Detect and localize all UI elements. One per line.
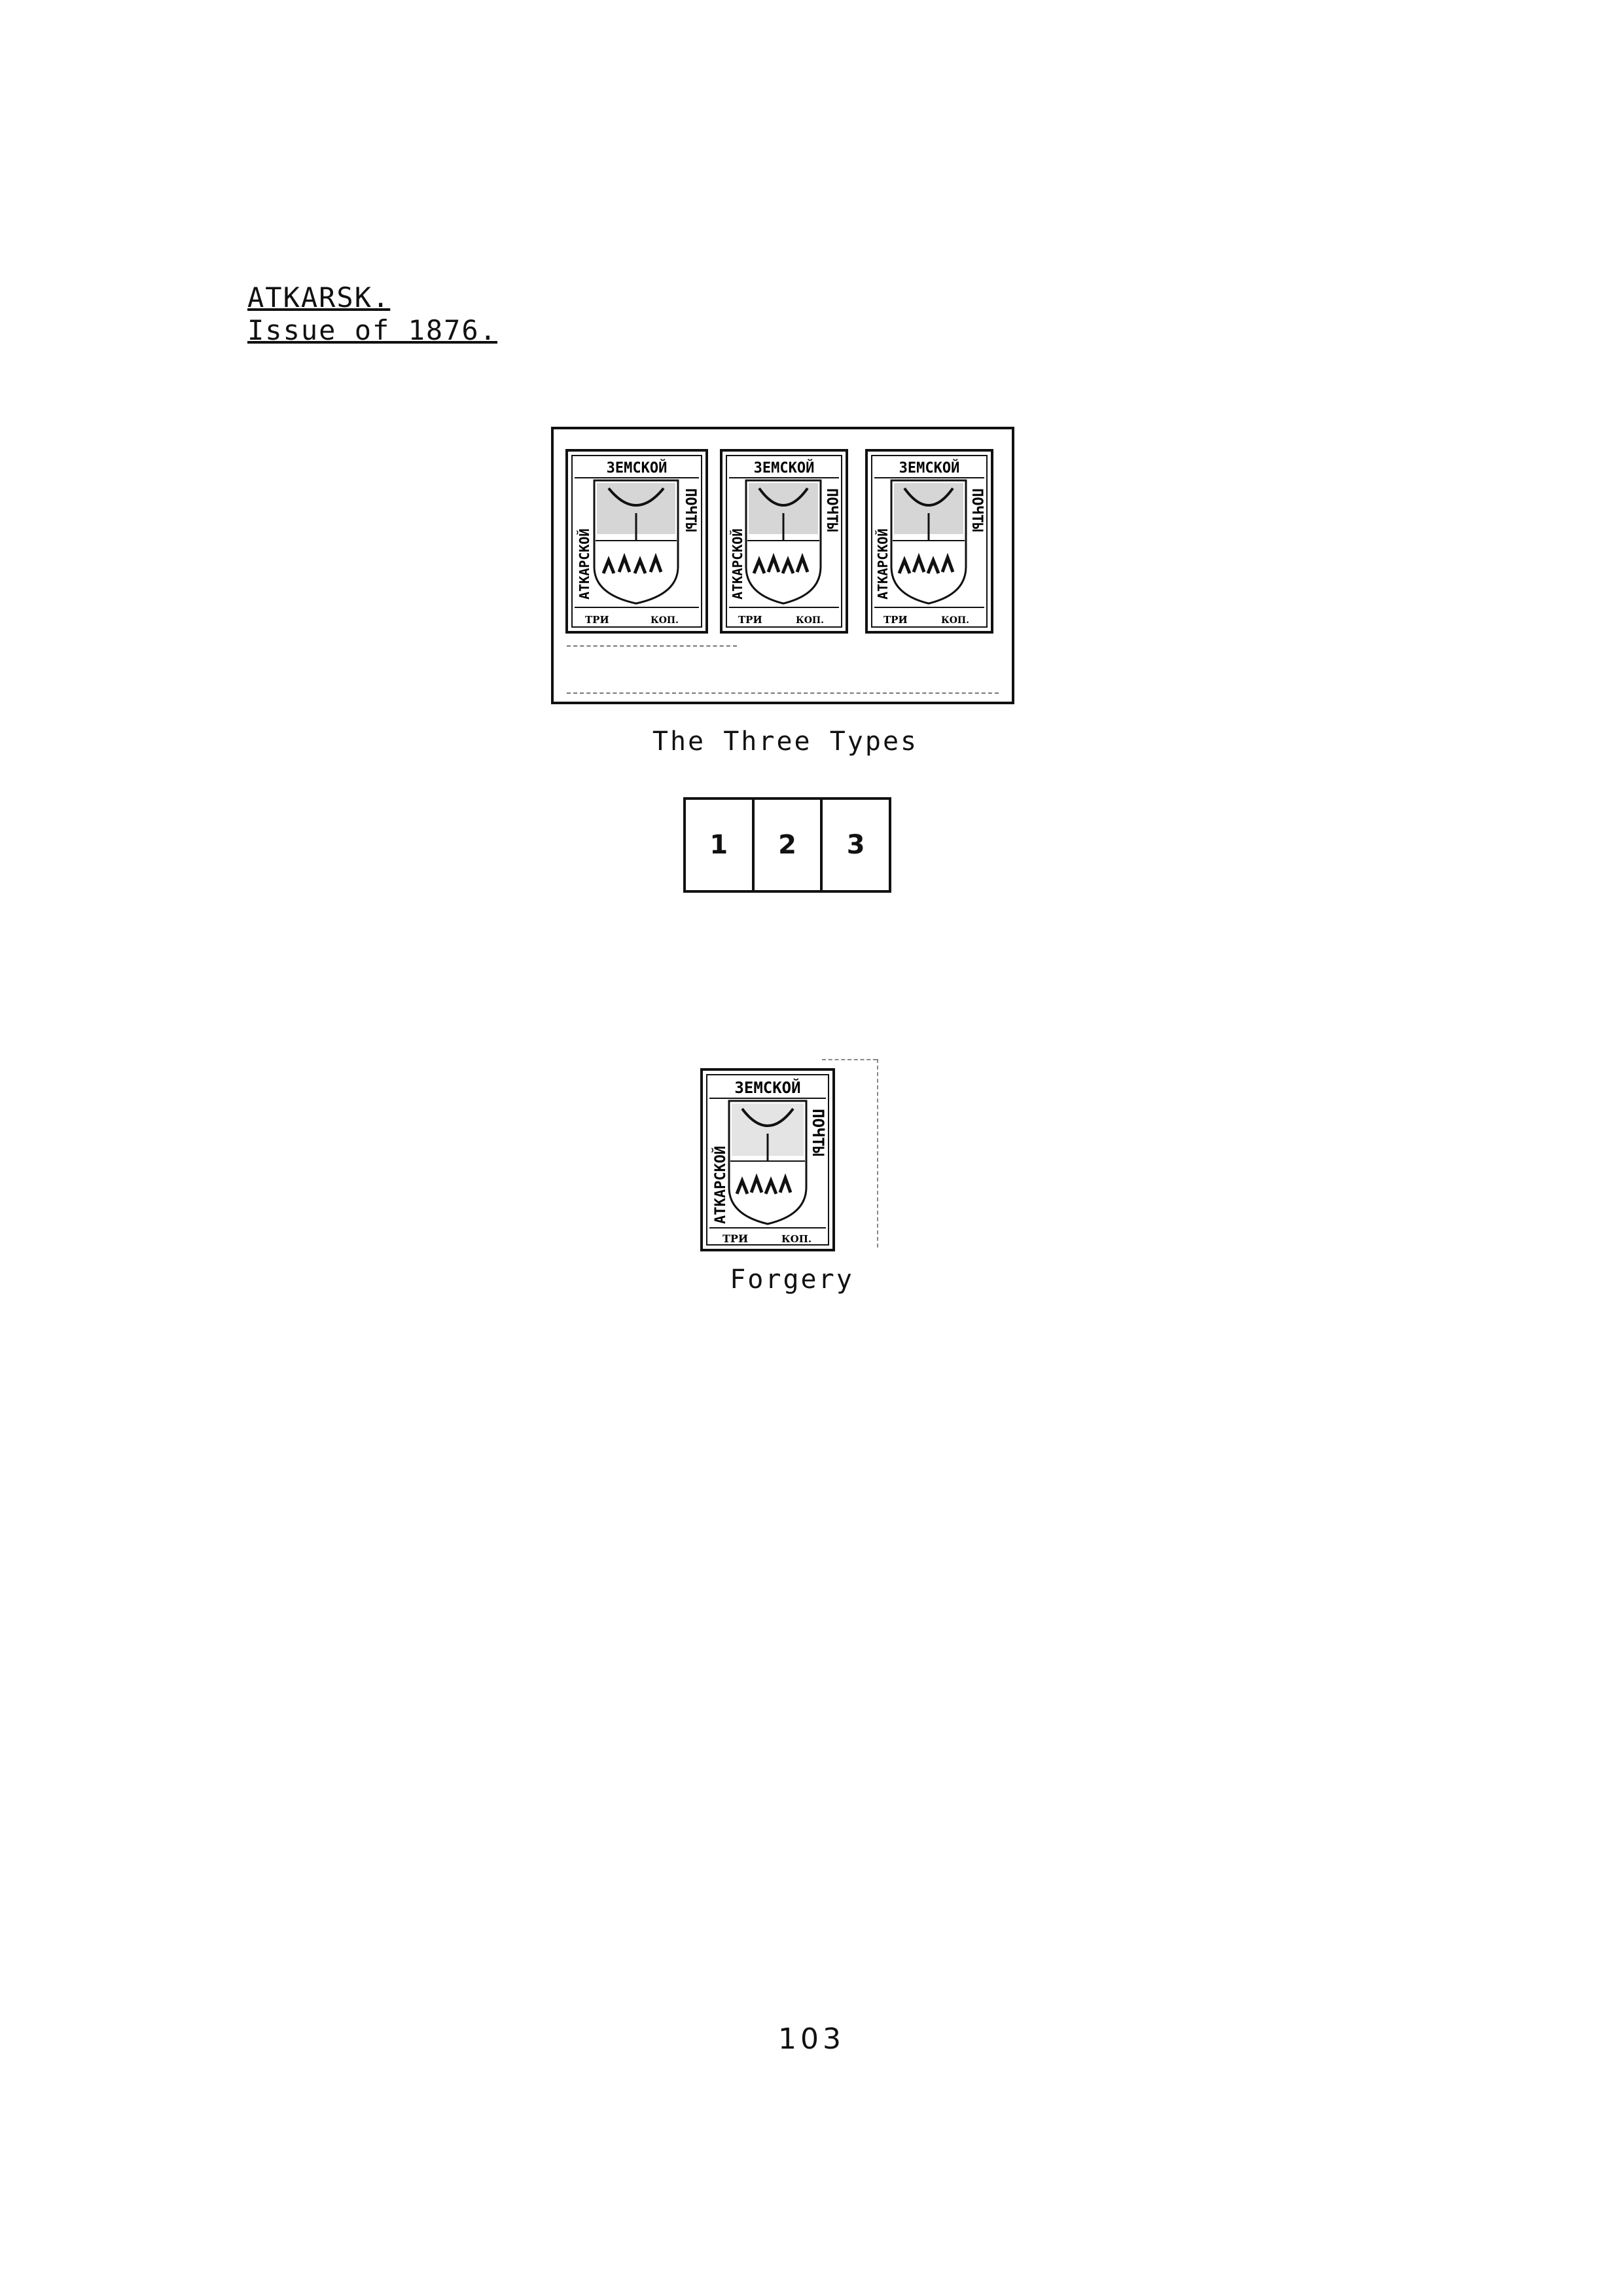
stamp-top-text: ЗЕМСКОЙ — [734, 1078, 800, 1097]
type-position-diagram: 1 2 3 — [683, 797, 891, 893]
types-caption: The Three Types — [652, 726, 919, 757]
type-cell-1: 1 — [709, 830, 728, 860]
type-cell-2: 2 — [751, 800, 821, 890]
stamp-image: ЗЕМСКОЙ АТКАРСКОЙ ПОЧТЫ ТРИ КОП. — [700, 1068, 835, 1251]
forgery-stamp: ЗЕМСКОЙ АТКАРСКОЙ ПОЧТЫ ТРИ КОП. — [700, 1068, 835, 1251]
stamp-value-left: ТРИ — [585, 614, 609, 626]
stamp-left-text: АТКАРСКОЙ — [730, 529, 745, 600]
type-cell-3: 3 — [820, 800, 889, 890]
forgery-caption: Forgery — [730, 1265, 854, 1295]
stamp-right-text: ПОЧТЫ — [682, 488, 698, 531]
stamp-image: ЗЕМСКОЙ АТКАРСКОЙ ПОЧТЫ ТРИ КОП. — [565, 449, 708, 634]
stamp-right-text: ПОЧТЫ — [809, 1109, 827, 1156]
stamp-strip-sheet: ЗЕМСКОЙ АТКАРСКОЙ ПОЧТЫ ТРИ КОП. ЗЕМСКОЙ… — [551, 427, 1014, 704]
stamp-type-1: ЗЕМСКОЙ АТКАРСКОЙ ПОЧТЫ ТРИ КОП. — [565, 449, 708, 634]
stamp-left-text: АТКАРСКОЙ — [712, 1146, 729, 1224]
stamp-value-left: ТРИ — [738, 614, 762, 626]
stamp-type-2: ЗЕМСКОЙ АТКАРСКОЙ ПОЧТЫ ТРИ КОП. — [720, 449, 848, 634]
stamp-value-left: ТРИ — [883, 614, 908, 626]
selvage-line — [567, 692, 999, 694]
stamp-left-text: АТКАРСКОЙ — [577, 529, 592, 600]
forgery-stamp-block: ЗЕМСКОЙ АТКАРСКОЙ ПОЧТЫ ТРИ КОП. — [691, 1055, 882, 1251]
stamp-value-right: КОП. — [796, 615, 824, 626]
selvage-line — [567, 645, 737, 647]
stamp-type-3: ЗЕМСКОЙ АТКАРСКОЙ ПОЧТЫ ТРИ КОП. — [865, 449, 993, 634]
stamp-top-text: ЗЕМСКОЙ — [754, 459, 815, 476]
stamp-right-text: ПОЧТЫ — [823, 488, 840, 531]
selvage-line — [822, 1059, 877, 1060]
stamp-image: ЗЕМСКОЙ АТКАРСКОЙ ПОЧТЫ ТРИ КОП. — [720, 449, 848, 634]
stamp-value-right: КОП. — [941, 615, 969, 626]
heading-place: ATKARSK. — [247, 281, 391, 314]
stamp-value-right: КОП. — [651, 615, 679, 626]
stamp-left-text: АТКАРСКОЙ — [875, 529, 891, 600]
selvage-line — [877, 1059, 878, 1247]
stamp-top-text: ЗЕМСКОЙ — [607, 459, 668, 476]
stamp-image: ЗЕМСКОЙ АТКАРСКОЙ ПОЧТЫ ТРИ КОП. — [865, 449, 993, 634]
stamp-value-right: КОП. — [781, 1233, 812, 1245]
stamp-top-text: ЗЕМСКОЙ — [899, 459, 960, 476]
stamp-right-text: ПОЧТЫ — [969, 488, 985, 531]
heading-issue: Issue of 1876. — [247, 314, 498, 346]
stamp-value-left: ТРИ — [722, 1232, 748, 1245]
page-heading: ATKARSK. Issue of 1876. — [247, 281, 497, 347]
page-number: 103 — [778, 2022, 845, 2056]
